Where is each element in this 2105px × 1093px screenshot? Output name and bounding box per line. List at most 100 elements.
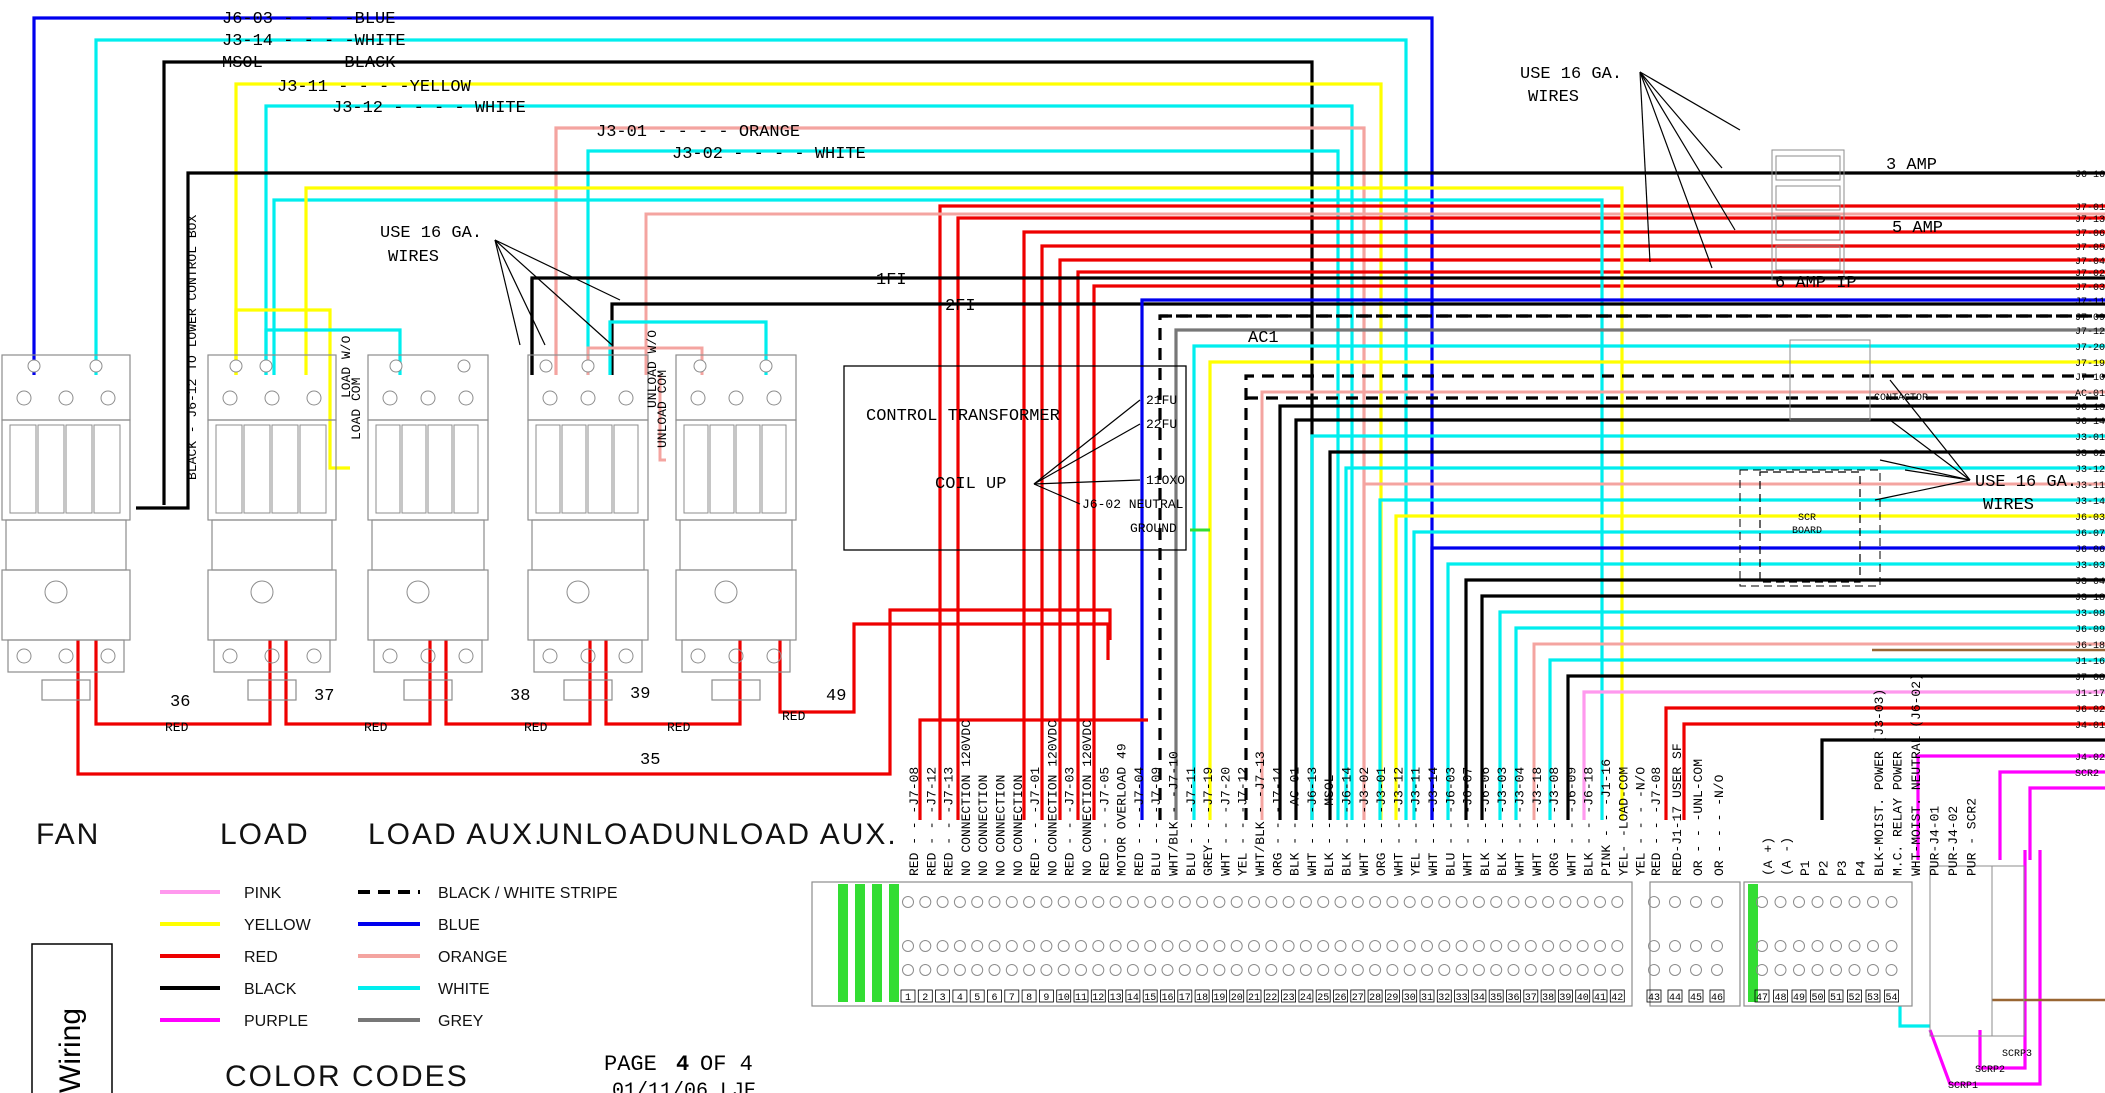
wire-orange-top [644, 212, 2105, 375]
section-load-aux: LOAD AUX. [368, 818, 544, 851]
terminal-screw [1334, 896, 1347, 908]
terminal-number: 11 [1075, 993, 1087, 1004]
terminal-screw [1848, 964, 1861, 976]
terminal-number: 42 [1611, 993, 1623, 1004]
terminal-number: 48 [1774, 993, 1786, 1004]
terminal-number: 51 [1830, 993, 1842, 1004]
terminal-screw [1196, 940, 1209, 952]
contactor-slot [9, 424, 37, 514]
terminal-number-cell [1436, 989, 1452, 1003]
wire-j4-02-r [1998, 770, 2105, 860]
wire-j3-01 [554, 126, 1366, 820]
terminal-number: 8 [1026, 993, 1032, 1004]
terminal-number: 30 [1404, 993, 1416, 1004]
page-of: OF 4 [700, 1052, 753, 1077]
note-control-transformer: CONTROL TRANSFORMER [866, 407, 1060, 426]
terminal-label: WHT - - -J3-04 [1513, 767, 1528, 876]
terminal-strip-body-a [811, 881, 1633, 1007]
terminal-number-cell [1471, 989, 1487, 1003]
contactor-foot [403, 679, 453, 701]
right-edge-label: J7-12 [2075, 327, 2105, 338]
terminal-screw [1351, 940, 1364, 952]
terminal-screw [988, 940, 1001, 952]
terminal-number-cell [1367, 989, 1383, 1003]
unload-contactor [527, 354, 649, 701]
terminal-number-cell [952, 989, 968, 1003]
terminal-screw [1455, 964, 1468, 976]
terminal-label: MOTOR OVERLOAD 49 [1115, 743, 1130, 876]
terminal-number-cell [1073, 989, 1089, 1003]
note-load-wo: LOAD W/O [339, 335, 354, 398]
terminal-screw [1317, 964, 1330, 976]
terminal-number: 38 [1542, 993, 1554, 1004]
note-21fu: 21FU [1146, 393, 1177, 408]
terminal-screw [1559, 940, 1572, 952]
terminal-label: YEL - - -J3-11 [1409, 767, 1424, 876]
terminal-label: PUR - SCR2 [1965, 798, 1980, 876]
terminal-screw [1057, 896, 1070, 908]
terminal-screw [1648, 940, 1660, 952]
terminal-screw [1811, 896, 1824, 908]
terminal-number-cell [1004, 989, 1020, 1003]
contactor-top [1, 354, 131, 421]
terminal-number: 7 [1009, 993, 1015, 1004]
right-edge-label: J6-02 [2075, 705, 2105, 716]
terminal-number-cell [1558, 989, 1573, 1003]
terminal-screw [936, 964, 949, 976]
terminal-label: YEL - - -J7-12 [1236, 767, 1251, 876]
label-1fi: 1FI [876, 271, 907, 290]
terminal-label: P3 [1835, 860, 1850, 876]
terminal-number: 41 [1594, 993, 1606, 1004]
right-edge-label: J1-16 [2075, 657, 2105, 668]
terminal-screw [902, 896, 914, 908]
label-2fi: 2FI [945, 297, 976, 316]
terminal-screw [1421, 940, 1433, 952]
leader-use16-b [1639, 71, 1741, 131]
terminal-screw [1576, 940, 1589, 952]
terminal-number-cell [1350, 989, 1366, 1003]
legend-label: WHITE [438, 981, 490, 998]
terminal-label: RED - - -J7-01 [1028, 767, 1043, 876]
terminal-screw [1848, 896, 1861, 908]
wire-ac01 [1278, 404, 2105, 820]
terminal-screw [1576, 896, 1589, 908]
note-contactor: CONTACTOR [1874, 393, 1928, 404]
terminal-screw [458, 648, 474, 664]
contactor-base [533, 639, 643, 673]
terminal-number: 36 [1507, 993, 1519, 1004]
terminal-label: M.C. RELAY POWER [1891, 751, 1906, 876]
contactor-mid [679, 519, 793, 571]
terminal-screw [1023, 896, 1036, 908]
terminal-screw [1299, 940, 1312, 952]
terminal-number-cell [1385, 989, 1400, 1003]
coil-terminal [27, 359, 41, 373]
right-edge-label: J7-11 [2075, 297, 2105, 308]
note-22fu: 22FU [1146, 417, 1177, 432]
page-label: PAGE [604, 1052, 657, 1077]
terminal-number: 52 [1848, 993, 1860, 1004]
terminal-label: BLK - - -J3-03 [1495, 767, 1510, 876]
note-use16-b-1: USE 16 GA. [1520, 65, 1622, 84]
legend-label: RED [244, 949, 278, 966]
contactor-slot [735, 424, 761, 514]
terminal-screw [618, 390, 634, 406]
terminal-screw [58, 390, 74, 406]
legend-label: YELLOW [244, 917, 312, 934]
terminal-number: 14 [1127, 993, 1139, 1004]
terminal-number-cell [1402, 989, 1418, 1003]
terminal-screw [1648, 964, 1660, 976]
terminal-number-cell [1828, 989, 1844, 1003]
terminal-number-cell [1108, 989, 1123, 1003]
terminal-label: WHT - - -J6-13 [1305, 767, 1320, 876]
wire-j3-03-r [1480, 594, 2105, 820]
terminal-screw [1161, 964, 1174, 976]
right-edge-label: J3-02 [2075, 449, 2105, 460]
terminal-number: 13 [1110, 993, 1122, 1004]
terminal-number: 3 [940, 993, 946, 1004]
terminal-screw [1438, 964, 1451, 976]
wire-j6-03-r [1430, 546, 2105, 820]
note-scrp3: SCRP3 [2002, 1049, 2032, 1060]
right-edge-labels: J6-16J7-01J7-13J7-06J7-05J7-04J7-02J7-03… [2075, 170, 2105, 780]
terminal-screw [1196, 964, 1209, 976]
terminal-screw [580, 390, 596, 406]
